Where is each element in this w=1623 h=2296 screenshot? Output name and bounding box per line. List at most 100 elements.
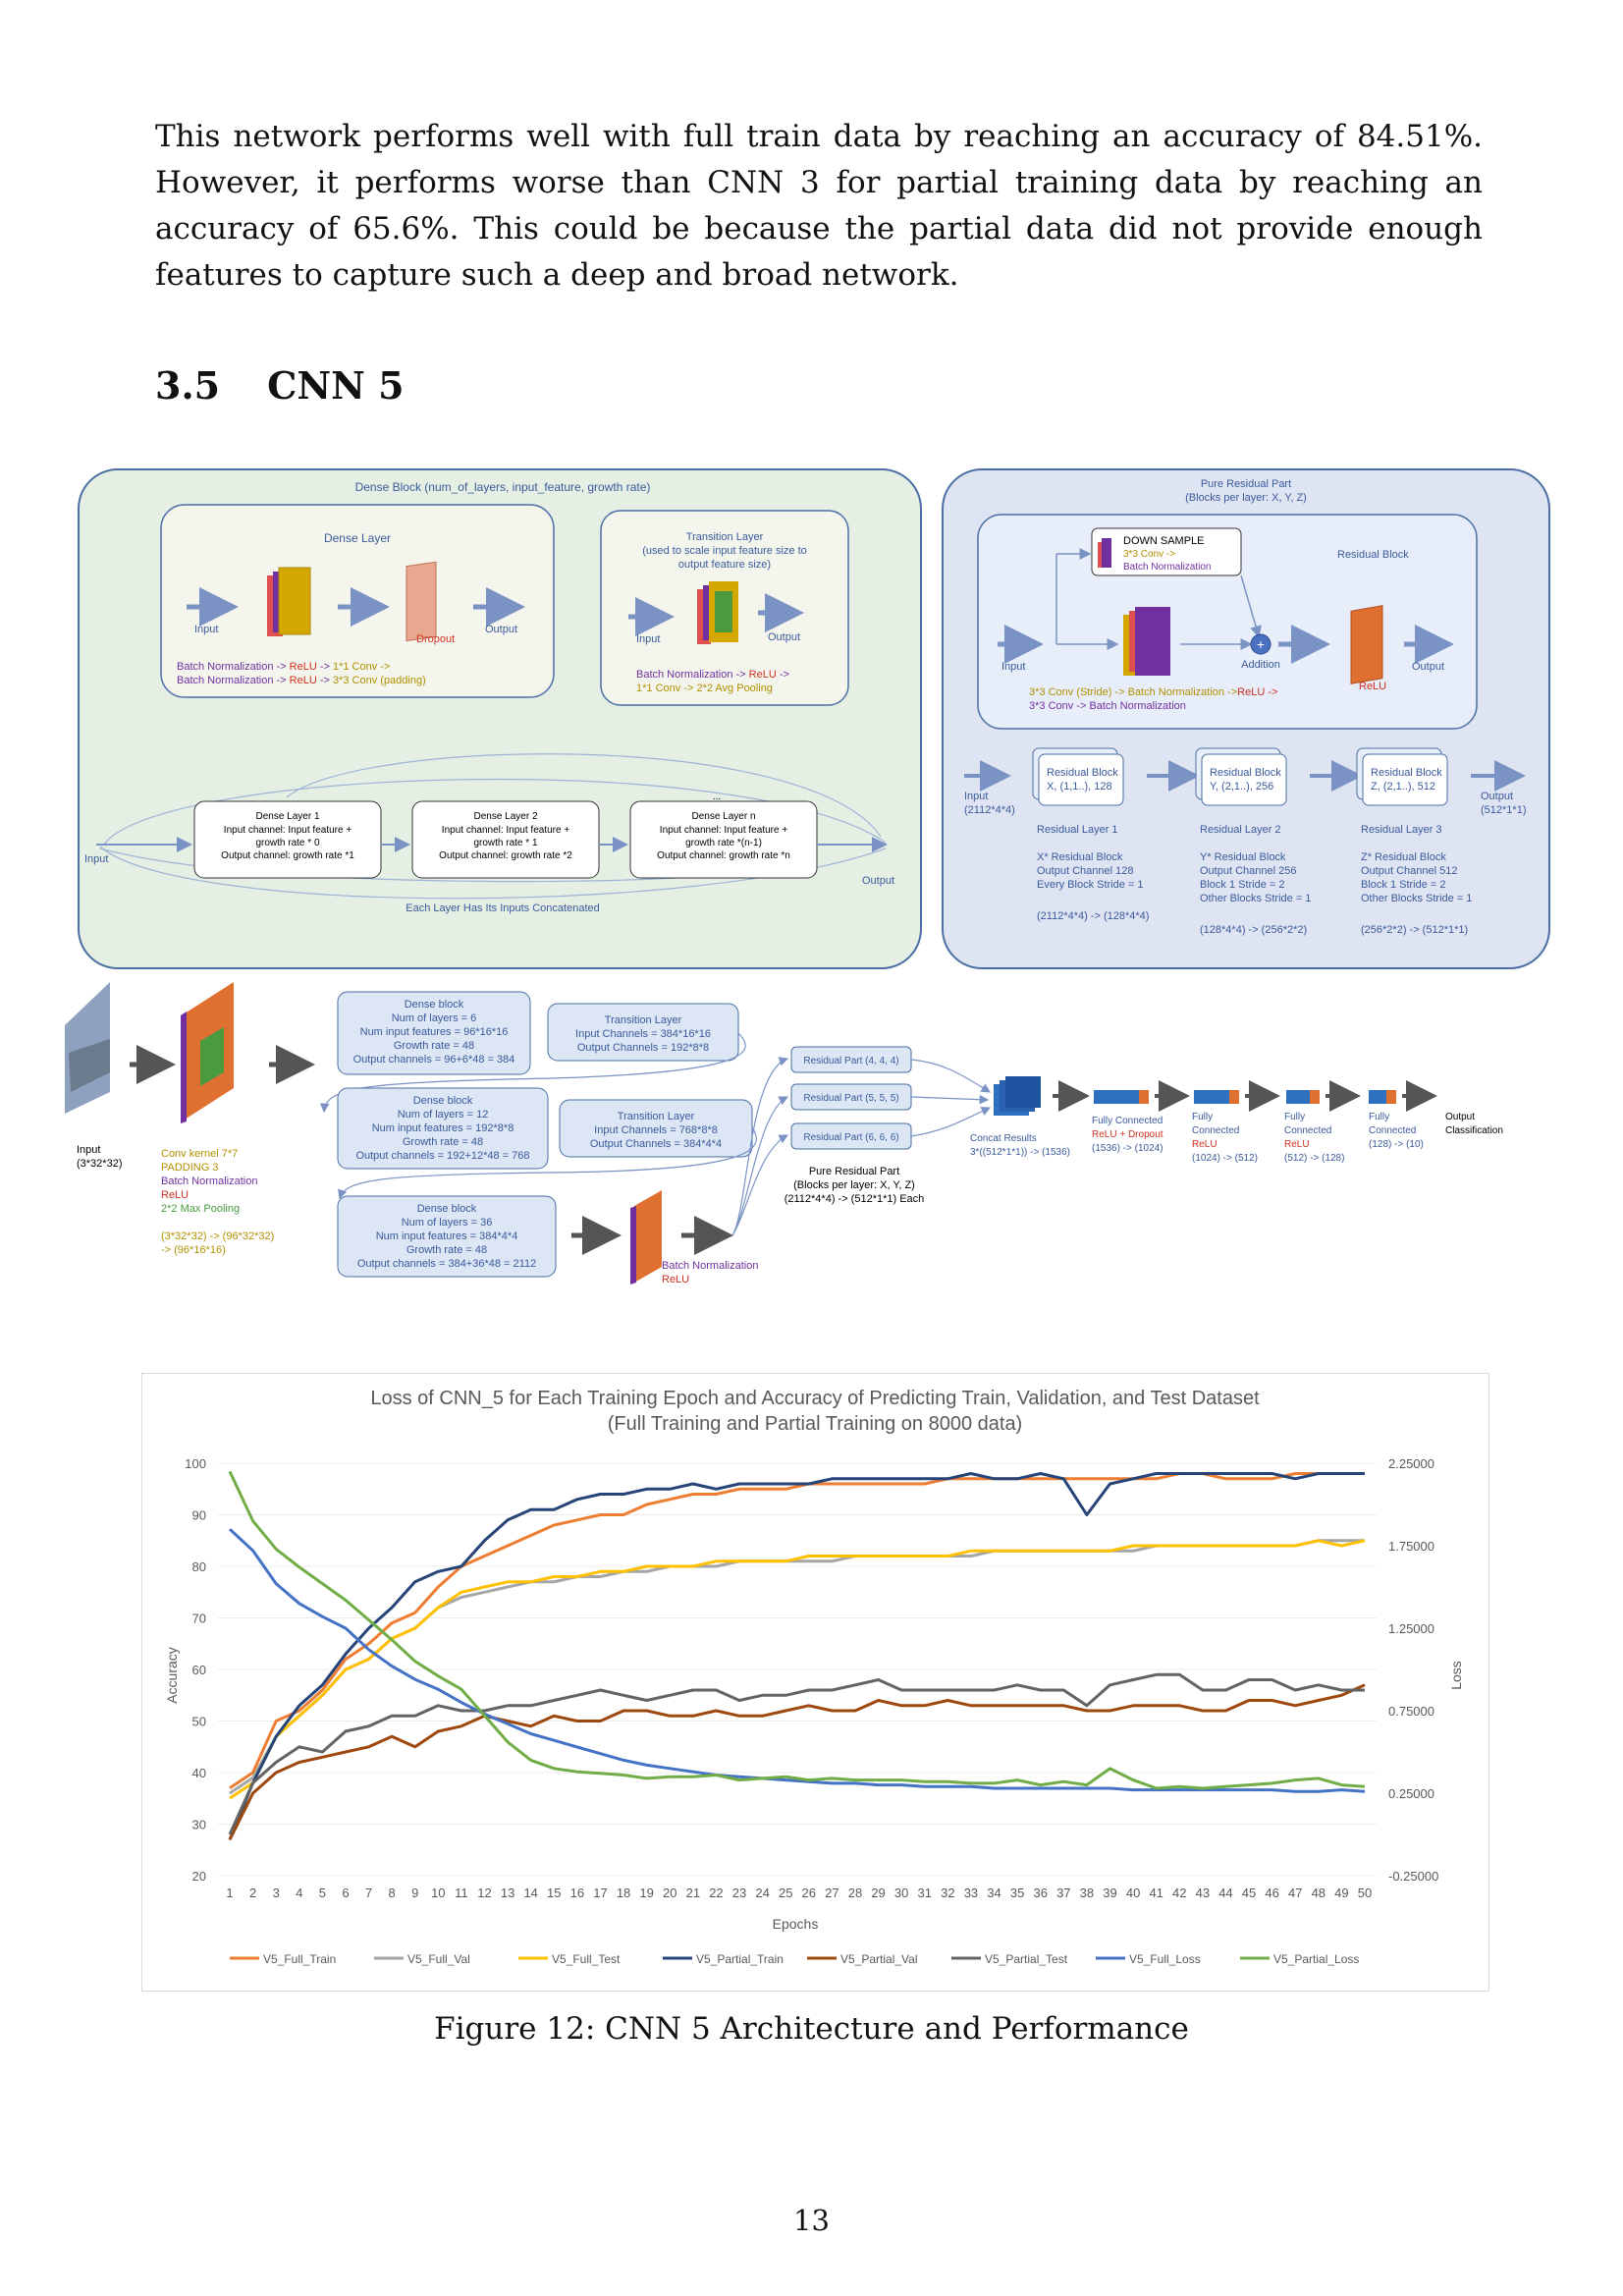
x-tick-label: 45 xyxy=(1242,1886,1256,1900)
residual-part-3-label: Residual Part (6, 6, 6) xyxy=(803,1132,898,1143)
fc-1-l3: (1536) -> (1024) xyxy=(1092,1143,1163,1154)
series-line-v5-partial-val xyxy=(228,1683,1366,1840)
x-tick-label: 11 xyxy=(455,1886,468,1900)
residual-block-1-sub: X, (1,1..), 128 xyxy=(1047,781,1112,793)
x-tick-label: 22 xyxy=(709,1886,723,1900)
dense-layer-1-box xyxy=(193,800,382,879)
ellipsis: ... xyxy=(713,792,721,802)
dense-layer-block-icon xyxy=(267,567,311,636)
dense-block-3-l0: Dense block xyxy=(417,1203,477,1215)
fc-3-l1b: Connected xyxy=(1284,1125,1331,1136)
residual-input-label: Input xyxy=(964,791,988,802)
x-tick-label: 12 xyxy=(477,1886,491,1900)
x-tick-label: 26 xyxy=(802,1886,816,1900)
transition-1: Transition Layer Input Channels = 384*16… xyxy=(547,1003,739,1062)
x-tick-label: 47 xyxy=(1288,1886,1302,1900)
dense-block-3-l4: Output channels = 384+36*48 = 2112 xyxy=(357,1258,536,1270)
transition-layer-sub1: (used to scale input feature size to xyxy=(642,545,807,557)
x-tick-label: 20 xyxy=(663,1886,676,1900)
fc-2-l1b: Connected xyxy=(1192,1125,1239,1136)
dense-block-2-l2: Num input features = 192*8*8 xyxy=(372,1122,514,1134)
residual-output-label: Output xyxy=(1481,791,1513,802)
x-axis-label: Epochs xyxy=(773,1916,819,1932)
series-line-v5-full-loss xyxy=(228,1528,1366,1793)
residual-layer-3: Residual Block Z, (2,1..), 512 Residual … xyxy=(1356,747,1472,936)
page-number: 13 xyxy=(793,2204,830,2237)
concat-label: Concat Results xyxy=(970,1133,1037,1144)
residual-part-2: Residual Part (5, 5, 5) xyxy=(790,1083,912,1111)
dense-block-3-l1: Num of layers = 36 xyxy=(402,1217,493,1229)
x-tick-label: 31 xyxy=(918,1886,932,1900)
x-tick-label: 39 xyxy=(1103,1886,1116,1900)
series-line-v5-partial-loss xyxy=(228,1470,1366,1790)
legend-label: V5_Partial_Loss xyxy=(1273,1952,1359,1966)
dense-layer-n-line-b: growth rate *(n-1) xyxy=(685,838,762,848)
y2-tick-label: 0.25000 xyxy=(1388,1786,1434,1801)
transition-layer-block-icon xyxy=(697,581,738,644)
x-tick-label: 10 xyxy=(431,1886,445,1900)
x-tick-label: 5 xyxy=(319,1886,326,1900)
fc-1-icon xyxy=(1094,1090,1149,1104)
x-tick-label: 42 xyxy=(1172,1886,1186,1900)
residual-layer-2: Residual Block Y, (2,1..), 256 Residual … xyxy=(1195,747,1311,936)
dense-block-1: Dense block Num of layers = 6 Num input … xyxy=(337,991,531,1075)
dense-layer-n-line-c: Output channel: growth rate *n xyxy=(657,850,790,861)
x-tick-label: 27 xyxy=(825,1886,839,1900)
dense-layer-op-line2: Batch Normalization -> ReLU -> 3*3 Conv … xyxy=(177,675,426,686)
dense-block-1-l4: Output channels = 96+6*48 = 384 xyxy=(353,1054,515,1066)
x-tick-label: 40 xyxy=(1126,1886,1140,1900)
residual-conv-line1: 3*3 Conv (Stride) -> Batch Normalization… xyxy=(1029,686,1277,698)
legend-label: V5_Full_Test xyxy=(552,1952,621,1966)
x-tick-label: 4 xyxy=(296,1886,302,1900)
x-tick-label: 2 xyxy=(249,1886,256,1900)
residual-block-3-sub: Z, (2,1..), 512 xyxy=(1371,781,1435,793)
residual-layer-1-size: (2112*4*4) -> (128*4*4) xyxy=(1037,910,1149,922)
dense-layer-2-line-b: growth rate * 1 xyxy=(473,838,537,848)
x-tick-label: 46 xyxy=(1265,1886,1278,1900)
down-sample-bn: Batch Normalization xyxy=(1123,562,1211,573)
residual-layer-3-label: Residual Layer 3 xyxy=(1361,824,1442,836)
series-line-v5-partial-train xyxy=(228,1472,1365,1840)
dense-block-2: Dense block Num of layers = 12 Num input… xyxy=(337,1087,549,1170)
fc-3-l3: (512) -> (128) xyxy=(1284,1153,1344,1164)
dense-block-3-l2: Num input features = 384*4*4 xyxy=(376,1230,518,1242)
dense-layer-1-line-c: Output channel: growth rate *1 xyxy=(221,850,354,861)
x-tick-label: 18 xyxy=(617,1886,630,1900)
residual-layer-2-label: Residual Layer 2 xyxy=(1200,824,1281,836)
dense-chain-output-label: Output xyxy=(862,875,894,887)
dense-layer-2-box xyxy=(411,800,600,879)
residual-block-2-sub: Y, (2,1..), 256 xyxy=(1210,781,1273,793)
x-tick-label: 1 xyxy=(226,1886,233,1900)
x-tick-label: 19 xyxy=(639,1886,653,1900)
x-tick-label: 16 xyxy=(570,1886,584,1900)
x-tick-label: 14 xyxy=(523,1886,537,1900)
residual-block-1-title: Residual Block xyxy=(1047,767,1118,779)
pure-residual-l1: (Blocks per layer: X, Y, Z) xyxy=(793,1179,915,1191)
dense-block-1-l0: Dense block xyxy=(405,999,464,1011)
residual-layer-2-size: (128*4*4) -> (256*2*2) xyxy=(1200,924,1307,936)
y2-tick-label: 2.25000 xyxy=(1388,1456,1434,1471)
final-bn-relu-icon xyxy=(630,1190,662,1285)
fc-4-l1: Fully xyxy=(1369,1112,1389,1122)
conv-stem-text: Conv kernel 7*7 PADDING 3 Batch Normaliz… xyxy=(161,1148,277,1256)
legend-label: V5_Full_Val xyxy=(407,1952,470,1966)
dense-layer-2-line-a: Input channel: Input feature + xyxy=(442,825,570,836)
x-tick-label: 50 xyxy=(1358,1886,1372,1900)
section-number: 3.5 xyxy=(155,363,221,408)
y-tick-label: 90 xyxy=(192,1508,206,1523)
transition-2-l1: Input Channels = 768*8*8 xyxy=(594,1124,718,1136)
concat-icon xyxy=(994,1076,1041,1116)
residual-block-3-title: Residual Block xyxy=(1371,767,1442,779)
y2-tick-label: 1.75000 xyxy=(1388,1539,1434,1554)
x-tick-label: 8 xyxy=(389,1886,396,1900)
residual-part-1: Residual Part (4, 4, 4) xyxy=(790,1046,912,1073)
dense-layer-2-line-c: Output channel: growth rate *2 xyxy=(439,850,572,861)
x-tick-label: 36 xyxy=(1033,1886,1047,1900)
y2-tick-label: -0.25000 xyxy=(1388,1869,1438,1884)
x-tick-label: 6 xyxy=(342,1886,349,1900)
dense-layer-1-line-a: Input channel: Input feature + xyxy=(224,825,352,836)
fc-3-l2: ReLU xyxy=(1284,1139,1310,1150)
x-tick-label: 28 xyxy=(848,1886,862,1900)
y-tick-label: 30 xyxy=(192,1818,206,1832)
x-tick-label: 29 xyxy=(871,1886,885,1900)
